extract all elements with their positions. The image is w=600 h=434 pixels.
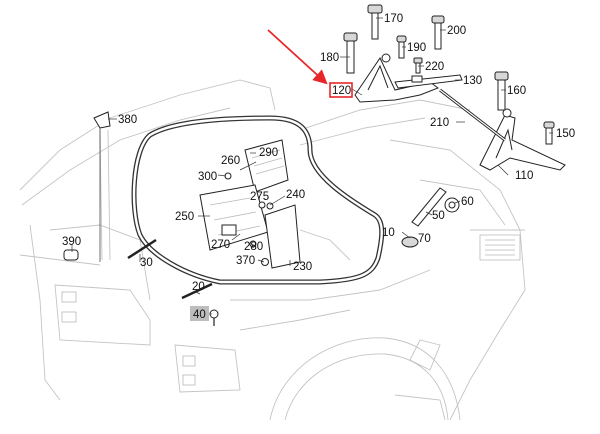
- callout-280: 280: [244, 241, 263, 253]
- bolt-190: [396, 35, 407, 59]
- callout-200: 200: [447, 25, 466, 37]
- bolt-180: [343, 32, 358, 74]
- screw-40: [209, 309, 219, 326]
- vehicle-body-outline: [19, 79, 526, 421]
- callout-210: 210: [430, 117, 449, 129]
- callout-290: 290: [259, 147, 278, 159]
- callout-110: 110: [515, 170, 533, 182]
- trunk-lid-seal: [131, 115, 385, 285]
- callout-170: 170: [384, 13, 403, 25]
- bolt-150: [543, 121, 555, 145]
- callout-380: 380: [118, 114, 137, 126]
- rod-20: [181, 282, 213, 300]
- plug-390: [63, 249, 79, 261]
- bolt-170: [367, 4, 383, 40]
- rod-30: [127, 238, 157, 260]
- strip-50: [411, 187, 447, 227]
- callout-130: 130: [463, 75, 482, 87]
- callout-275: 275: [250, 191, 269, 203]
- callout-180: 180: [320, 52, 339, 64]
- grommet-60: [444, 197, 460, 213]
- trunk-hinge-upper: [354, 53, 463, 103]
- callout-370: 370: [236, 255, 255, 267]
- callout-40: 40: [193, 309, 206, 321]
- bolt-200: [431, 15, 445, 50]
- leader-lines: [71, 17, 553, 315]
- callout-50: 50: [432, 210, 445, 222]
- bolt-160: [494, 71, 509, 111]
- gas-strut: [439, 88, 506, 142]
- callout-270: 270: [211, 239, 230, 251]
- callout-70: 70: [418, 233, 431, 245]
- callout-260: 260: [221, 155, 240, 167]
- clips-cluster: [224, 172, 274, 266]
- callout-40-shade: [190, 306, 209, 321]
- callout-60: 60: [461, 196, 474, 208]
- highlight-pointer: [267, 29, 353, 98]
- callout-160: 160: [507, 85, 526, 97]
- bolt-220: [413, 57, 423, 74]
- bump-stop-70: [401, 236, 419, 248]
- callout-390: 390: [62, 236, 81, 248]
- callout-190: 190: [407, 42, 426, 54]
- callout-120: 120: [332, 85, 351, 97]
- callout-230: 230: [293, 261, 312, 273]
- callout-150: 150: [556, 128, 575, 140]
- callout-10: 10: [382, 227, 395, 239]
- callout-labels: 170 200 180 190 220 130 120 160 380 210 …: [62, 13, 575, 321]
- callout-240: 240: [286, 189, 305, 201]
- callout-220: 220: [425, 61, 444, 73]
- callout-250: 250: [175, 211, 194, 223]
- clip-380: [93, 111, 111, 262]
- trunk-hinge-lower: [479, 108, 566, 171]
- trim-panel-230: [264, 204, 301, 269]
- callout-30: 30: [140, 257, 153, 269]
- callout-20: 20: [192, 281, 205, 293]
- callout-300: 300: [198, 171, 217, 183]
